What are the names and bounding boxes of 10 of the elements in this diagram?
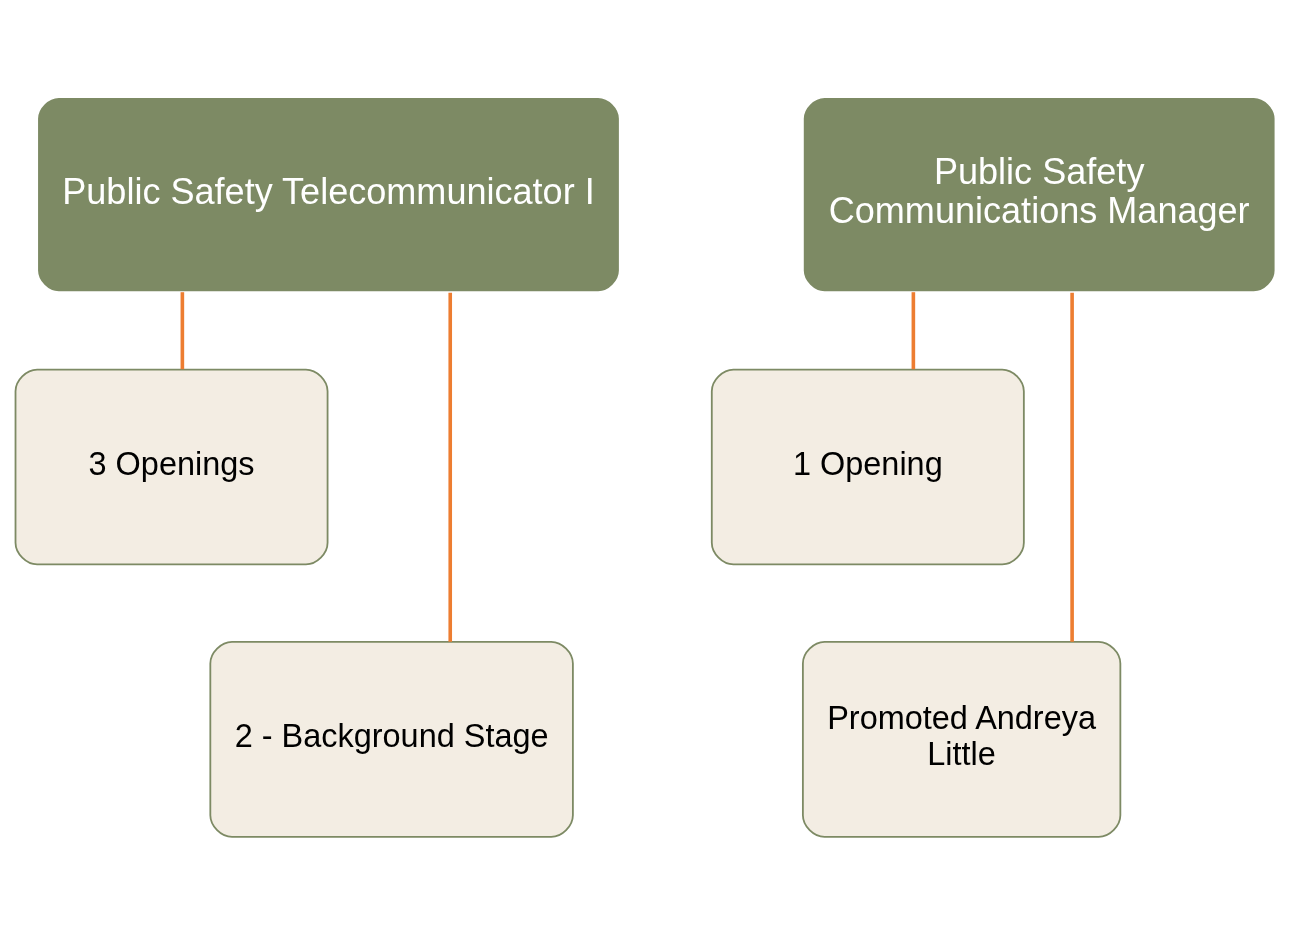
node-box: Public Safety Telecommunicator I <box>36 96 621 293</box>
node-box: 2 - Background Stage <box>209 641 574 838</box>
connector <box>180 292 185 370</box>
connector <box>448 292 453 642</box>
node-box: Promoted Andreya Little <box>802 641 1122 838</box>
connector <box>1070 292 1074 642</box>
node-box: 3 Openings <box>14 368 329 566</box>
node-box: Public Safety Communications Manager <box>802 96 1277 293</box>
connector <box>911 292 916 370</box>
node-box: 1 Opening <box>710 368 1025 566</box>
